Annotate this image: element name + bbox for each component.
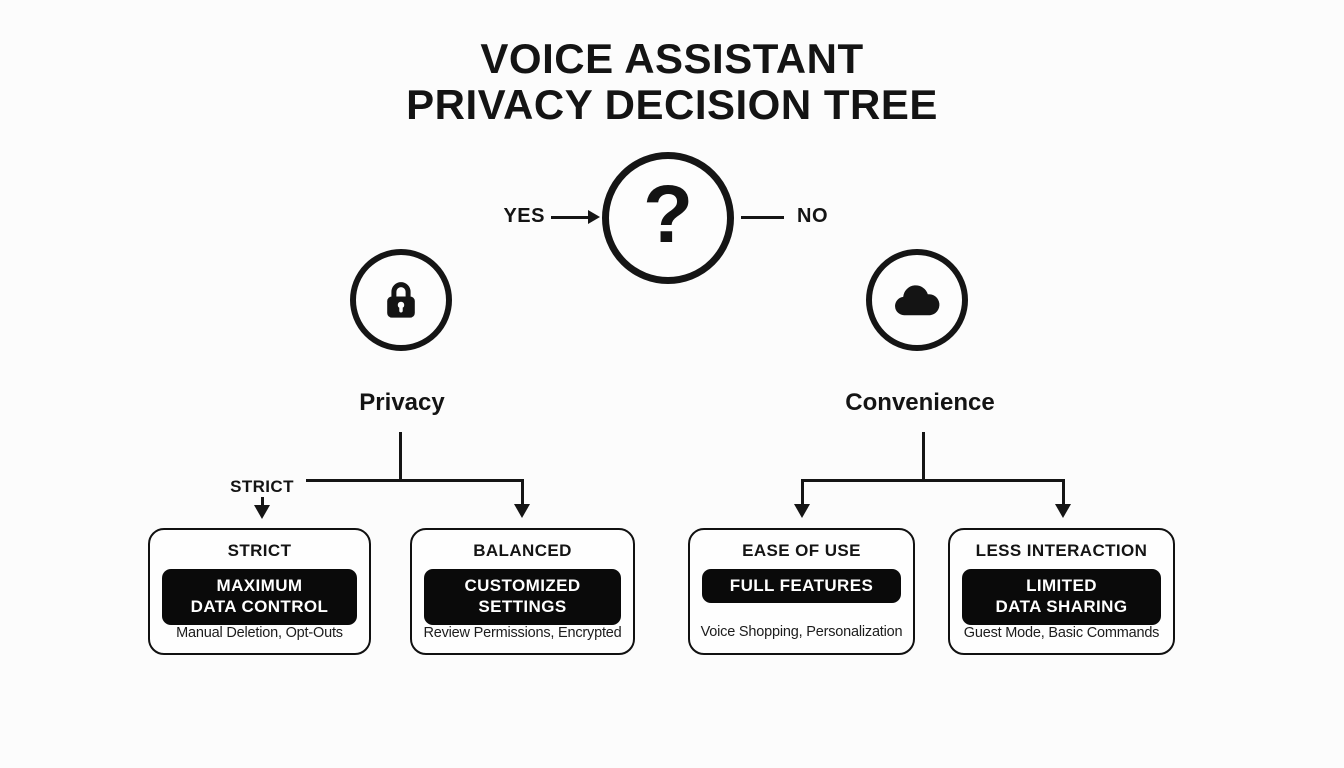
no-line bbox=[741, 216, 784, 219]
privacy-connector-horizontal bbox=[306, 479, 524, 482]
convenience-connector-vertical bbox=[922, 432, 925, 481]
privacy-node bbox=[350, 249, 452, 351]
no-label: NO bbox=[797, 205, 828, 227]
privacy-connector-vertical bbox=[399, 432, 402, 481]
diagram-title: VOICE ASSISTANT PRIVACY DECISION TREE bbox=[406, 35, 938, 129]
outcome-box-less-interaction: LESS INTERACTION LIMITED DATA SHARING Gu… bbox=[948, 528, 1175, 655]
yes-arrowhead-icon bbox=[588, 210, 600, 224]
privacy-connector-drop bbox=[521, 479, 524, 504]
outcome-box-title: EASE OF USE bbox=[742, 541, 861, 560]
convenience-branch-label: Convenience bbox=[845, 389, 995, 416]
convenience-connector-horizontal bbox=[801, 479, 1065, 482]
cloud-icon bbox=[889, 278, 945, 322]
outcome-box-title: LESS INTERACTION bbox=[975, 541, 1148, 560]
convenience-node bbox=[866, 249, 968, 351]
question-node: ? bbox=[602, 152, 734, 284]
ease-of-use-arrowhead-icon bbox=[794, 504, 810, 518]
lock-icon bbox=[378, 277, 424, 323]
outcome-box-title: STRICT bbox=[227, 541, 292, 560]
less-interaction-arrowhead-icon bbox=[1055, 504, 1071, 518]
yes-arrow-line bbox=[551, 216, 588, 219]
strict-arrow-stem bbox=[261, 497, 264, 505]
outcome-box-bar: MAXIMUM DATA CONTROL bbox=[162, 569, 357, 625]
strict-arrowhead-icon bbox=[254, 505, 270, 519]
outcome-box-details: Voice Shopping, Personalization bbox=[700, 624, 903, 640]
outcome-box-strict: STRICT MAXIMUM DATA CONTROL Manual Delet… bbox=[148, 528, 371, 655]
convenience-connector-drop-right bbox=[1062, 479, 1065, 504]
outcome-box-bar: CUSTOMIZED SETTINGS bbox=[424, 569, 621, 625]
question-mark-icon: ? bbox=[642, 169, 694, 260]
outcome-box-details: Manual Deletion, Opt-Outs bbox=[176, 624, 343, 641]
privacy-branch-label: Privacy bbox=[359, 389, 445, 416]
outcome-box-bar: LIMITED DATA SHARING bbox=[962, 569, 1161, 625]
outcome-box-details: Guest Mode, Basic Commands bbox=[963, 624, 1160, 641]
outcome-box-ease-of-use: EASE OF USE FULL FEATURES Voice Shopping… bbox=[688, 528, 915, 655]
outcome-box-details: Review Permissions, Encrypted bbox=[423, 624, 622, 641]
outcome-box-bar: FULL FEATURES bbox=[702, 569, 901, 604]
balanced-arrowhead-icon bbox=[514, 504, 530, 518]
convenience-connector-drop-left bbox=[801, 479, 804, 504]
strict-connector-label: STRICT bbox=[230, 477, 294, 496]
outcome-box-balanced: BALANCED CUSTOMIZED SETTINGS Review Perm… bbox=[410, 528, 635, 655]
outcome-box-title: BALANCED bbox=[473, 541, 572, 560]
yes-label: YES bbox=[503, 205, 545, 227]
